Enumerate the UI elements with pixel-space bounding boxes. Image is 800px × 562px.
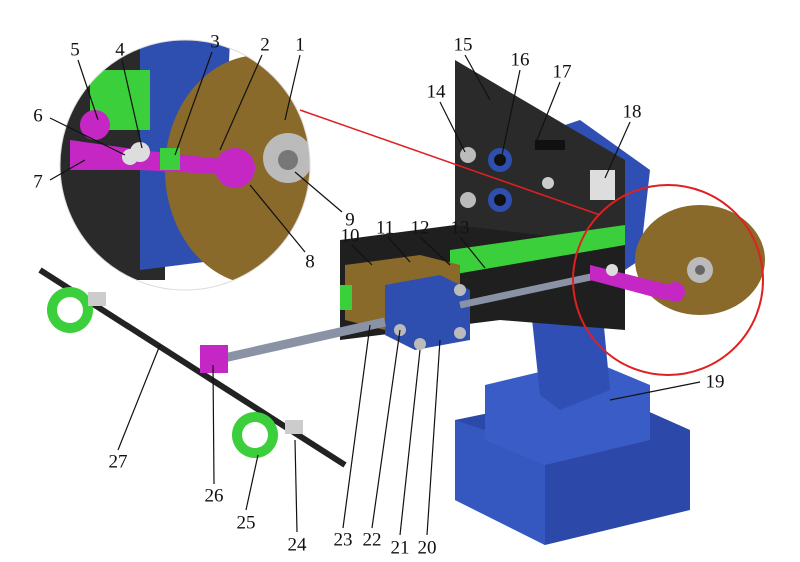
callout-23: 23 bbox=[333, 529, 353, 551]
detail-highlight bbox=[572, 184, 764, 376]
callout-12: 12 bbox=[410, 217, 430, 239]
callout-27: 27 bbox=[108, 451, 128, 473]
clamp-ring-top bbox=[47, 287, 106, 333]
callout-11: 11 bbox=[375, 217, 395, 239]
callout-26: 26 bbox=[204, 485, 224, 507]
callout-15: 15 bbox=[453, 34, 473, 56]
slide-rail bbox=[450, 225, 625, 275]
callout-3: 3 bbox=[210, 31, 220, 53]
callout-18: 18 bbox=[622, 101, 642, 123]
push-rod bbox=[214, 317, 386, 365]
callout-20: 20 bbox=[417, 537, 437, 559]
callout-5: 5 bbox=[70, 39, 80, 61]
callout-24: 24 bbox=[287, 534, 307, 556]
leader-lines bbox=[49, 51, 701, 536]
link-rod bbox=[459, 271, 601, 309]
callout-6: 6 bbox=[33, 105, 43, 127]
callout-10: 10 bbox=[340, 225, 360, 247]
callout-22: 22 bbox=[362, 529, 382, 551]
callout-8: 8 bbox=[305, 251, 315, 273]
callout-14: 14 bbox=[426, 81, 446, 103]
callout-25: 25 bbox=[236, 512, 256, 534]
callout-4: 4 bbox=[115, 39, 125, 61]
callout-2: 2 bbox=[260, 34, 270, 56]
callout-17: 17 bbox=[552, 61, 572, 83]
callout-7: 7 bbox=[33, 171, 43, 193]
callout-9: 9 bbox=[345, 209, 355, 231]
callout-21: 21 bbox=[390, 537, 410, 559]
callout-16: 16 bbox=[510, 49, 530, 71]
guide-block bbox=[385, 275, 470, 350]
callout-1: 1 bbox=[295, 34, 305, 56]
callout-13: 13 bbox=[450, 217, 470, 239]
callout-19: 19 bbox=[705, 371, 725, 393]
magenta-coupler bbox=[200, 345, 228, 373]
clamp-ring-bottom bbox=[232, 412, 303, 458]
